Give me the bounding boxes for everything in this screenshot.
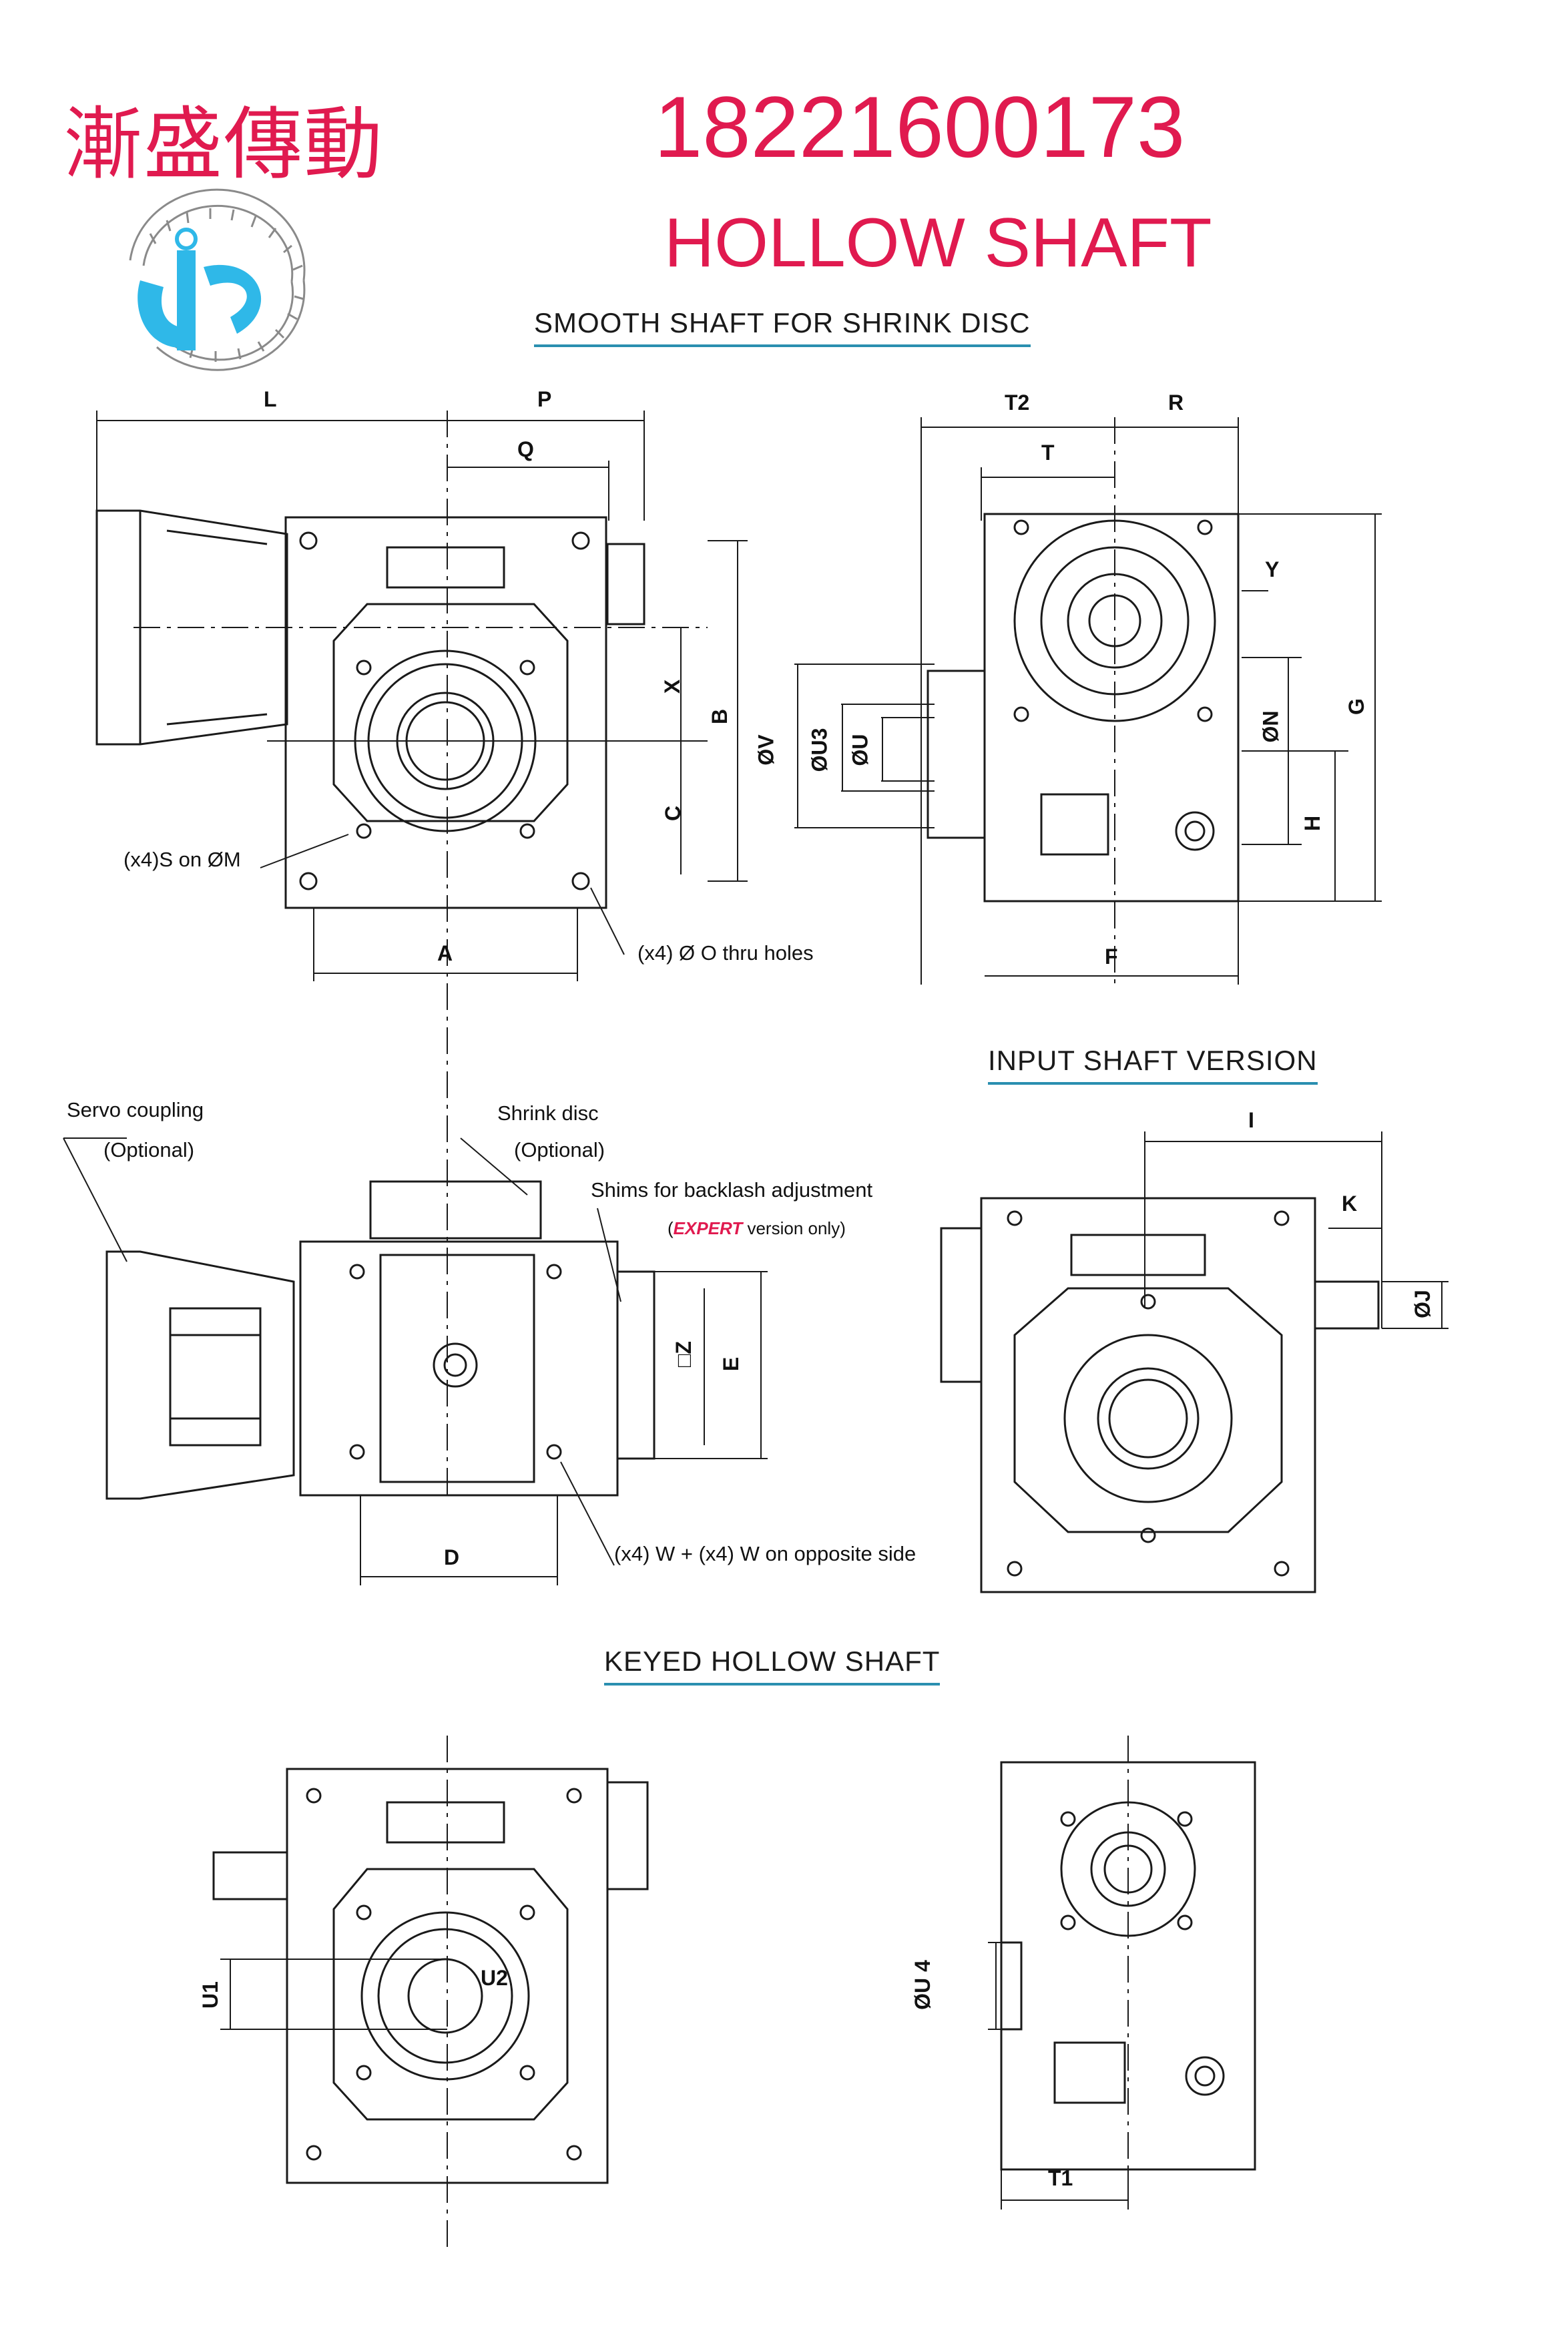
note-o-holes: (x4) Ø O thru holes xyxy=(637,941,814,965)
note-s-on-m: (x4)S on ØM xyxy=(123,848,241,871)
note-shims: Shims for backlash adjustment xyxy=(591,1178,873,1202)
dim-U: ØU xyxy=(848,734,872,766)
dim-A: A xyxy=(437,941,453,965)
section-title-smooth: SMOOTH SHAFT FOR SHRINK DISC xyxy=(534,307,1031,347)
dim-I: I xyxy=(1248,1108,1254,1132)
dim-R: R xyxy=(1168,391,1184,415)
dim-G: G xyxy=(1344,698,1368,715)
dim-Q: Q xyxy=(517,437,534,461)
note-servo-coupling: Servo coupling xyxy=(67,1098,204,1121)
dim-B: B xyxy=(708,708,732,725)
note-w-holes: (x4) W + (x4) W on opposite side xyxy=(614,1542,917,1565)
view-front-smooth xyxy=(95,411,748,1495)
view-side-smooth xyxy=(794,417,1382,985)
dim-T: T xyxy=(1041,441,1055,465)
note-expert-only: (EXPERT version only) xyxy=(668,1218,846,1238)
view-keyed-front xyxy=(212,1736,649,2250)
dim-Z: □Z xyxy=(671,1341,696,1367)
dim-F: F xyxy=(1105,945,1118,969)
dim-H: H xyxy=(1300,815,1325,832)
brand-name: 漸盛傳動 xyxy=(63,98,384,190)
dim-K: K xyxy=(1342,1192,1358,1216)
dim-P: P xyxy=(537,387,552,411)
dim-N: ØN xyxy=(1258,710,1283,743)
view-input-shaft xyxy=(940,1131,1449,1593)
company-logo xyxy=(129,188,306,371)
page-title: HOLLOW SHAFT xyxy=(664,204,1212,282)
dim-L: L xyxy=(264,387,277,411)
dim-C: C xyxy=(661,805,686,822)
view-keyed-side xyxy=(988,1736,1256,2210)
dim-U2: U2 xyxy=(481,1966,508,1990)
note-servo-optional: (Optional) xyxy=(103,1138,195,1161)
dim-V: ØV xyxy=(754,734,778,766)
view-top-servo xyxy=(63,1137,768,1585)
dim-Y: Y xyxy=(1265,557,1280,581)
dim-X: X xyxy=(660,679,685,694)
note-shrink-disc: Shrink disc xyxy=(497,1101,599,1125)
dim-U4: ØU 4 xyxy=(910,1960,935,2010)
dim-U1: U1 xyxy=(198,1981,222,2009)
dim-J: ØJ xyxy=(1410,1290,1434,1318)
dim-E: E xyxy=(719,1356,744,1372)
note-shrink-optional: (Optional) xyxy=(514,1138,605,1161)
dim-U3: ØU3 xyxy=(807,728,832,772)
section-title-input: INPUT SHAFT VERSION xyxy=(988,1045,1318,1085)
section-title-keyed: KEYED HOLLOW SHAFT xyxy=(604,1645,941,1686)
dim-T2: T2 xyxy=(1005,391,1030,415)
dim-T1: T1 xyxy=(1048,2166,1073,2190)
phone-number: 18221600173 xyxy=(654,78,1186,176)
dim-D: D xyxy=(444,1545,460,1569)
